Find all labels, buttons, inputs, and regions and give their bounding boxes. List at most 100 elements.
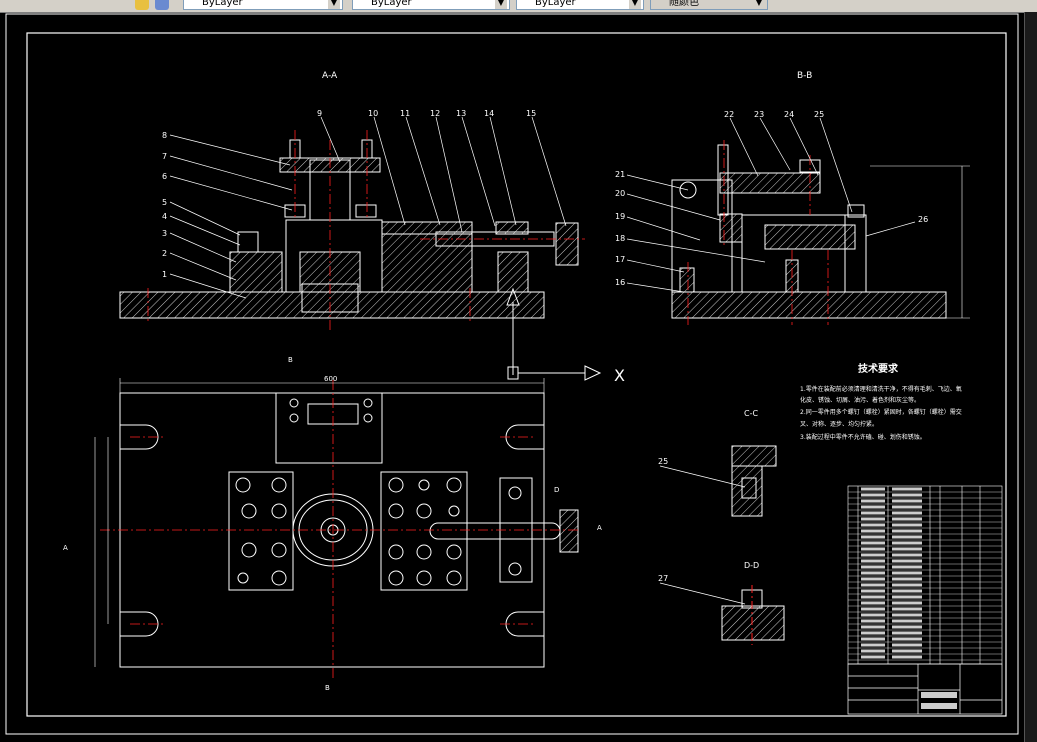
balloon-label: 24 [784, 110, 794, 119]
bom-cell-text [861, 565, 885, 569]
axis-x-label: X [614, 366, 625, 385]
balloon-label: 9 [317, 109, 322, 118]
layer-state-icon[interactable] [135, 0, 149, 10]
bom-rows [848, 491, 1002, 661]
linetype-dropdown[interactable]: ByLayer ▼ [352, 0, 510, 10]
bom-cell-text [892, 529, 922, 533]
balloon-label: 14 [484, 109, 494, 118]
balloon-label: 26 [918, 215, 928, 224]
bom-cell-text [892, 595, 922, 599]
plan-dims [94, 378, 545, 667]
balloon-label: 1 [162, 270, 167, 279]
plotstyle-dropdown[interactable]: 随颜色 ▼ [650, 0, 768, 10]
bom-cell-text [892, 589, 922, 593]
color-dropdown[interactable]: ByLayer ▼ [183, 0, 343, 10]
aa-balloon-labels: 8 7 6 5 4 3 2 1 9 10 11 12 13 14 15 [162, 109, 536, 279]
bom-cell-text [861, 487, 885, 491]
drawing-canvas[interactable]: A-A [0, 12, 1025, 742]
section-dd-title: D-D [744, 561, 759, 570]
balloon-label: 8 [162, 131, 167, 140]
bom-cell-text [892, 625, 922, 629]
section-cc-title: C-C [744, 409, 758, 418]
chevron-down-icon: ▼ [328, 0, 340, 9]
chevron-down-icon: ▼ [753, 0, 765, 9]
color-dropdown-value: ByLayer [202, 0, 243, 8]
section-bb-title: B-B [797, 71, 812, 81]
lineweight-dropdown[interactable]: ByLayer ▼ [516, 0, 644, 10]
balloon-label: 22 [724, 110, 734, 119]
bom-cell-text [892, 505, 922, 509]
bom-cell-text [861, 631, 885, 635]
view-mark-b-bottom: B [325, 684, 330, 692]
bom-cell-text [861, 655, 885, 659]
bom-cell-text [861, 553, 885, 557]
aa-leaders [169, 116, 567, 299]
plotstyle-dropdown-value: 随颜色 [669, 0, 699, 8]
property-toolbar: ByLayer ▼ ByLayer ▼ ByLayer ▼ 随颜色 ▼ [0, 0, 1037, 13]
lineweight-dropdown-value: ByLayer [535, 0, 576, 8]
balloon-label: 5 [162, 198, 167, 207]
leader-25 [659, 465, 746, 488]
balloon-label: 15 [526, 109, 536, 118]
bom-cell-text [861, 559, 885, 563]
tech-line: 3.装配过程中零件不允许磕、碰、划伤和锈蚀。 [800, 433, 926, 441]
bom-cell-text [861, 637, 885, 641]
bom-cell-text [892, 613, 922, 617]
bb-dim-lines [870, 165, 970, 319]
balloon-label: 11 [400, 109, 410, 118]
bom-cell-text [892, 577, 922, 581]
bom-cell-text [861, 649, 885, 653]
tech-requirements-text: 1.零件在装配前必须清理和清洗干净，不得有毛刺、飞边、氧 化皮、锈蚀、切屑、油污… [800, 385, 962, 441]
tech-line: 叉、对称、逐步、均匀拧紧。 [800, 420, 878, 428]
bom-cell-text [861, 583, 885, 587]
bom-cell-text [892, 493, 922, 497]
bom-cell-text [861, 619, 885, 623]
section-aa-view [119, 139, 579, 319]
balloon-label: 19 [615, 212, 625, 221]
bom-cell-text [861, 607, 885, 611]
balloon-label: 12 [430, 109, 440, 118]
balloon-label: 23 [754, 110, 764, 119]
bom-cell-text [861, 535, 885, 539]
bom-cell-text [861, 577, 885, 581]
bom-cell-text [892, 535, 922, 539]
bom-cell-text [861, 625, 885, 629]
bom-cell-text [892, 583, 922, 587]
bom-cell-text [861, 517, 885, 521]
layer-previous-icon[interactable] [155, 0, 169, 10]
bom-cell-text [861, 601, 885, 605]
view-mark-b-top: B [288, 356, 293, 364]
linetype-dropdown-value: ByLayer [371, 0, 412, 8]
vertical-scrollbar[interactable] [1024, 12, 1037, 742]
bom-cell-text [892, 499, 922, 503]
tech-line: 1.零件在装配前必须清理和清洗干净，不得有毛刺、飞边、氧 [800, 385, 962, 393]
balloon-label: 10 [368, 109, 378, 118]
bom-cell-text [861, 505, 885, 509]
balloon-label: 20 [615, 189, 625, 198]
bom-cell-text [861, 643, 885, 647]
bom-cell-text [892, 643, 922, 647]
balloon-label: 25 [814, 110, 824, 119]
balloon-label: 18 [615, 234, 625, 243]
bom-cell-text [861, 547, 885, 551]
tech-line: 2.同一零件用多个螺钉（螺栓）紧固时，各螺钉（螺栓）需交 [800, 408, 962, 416]
bom-cell-text [861, 511, 885, 515]
balloon-label: 25 [658, 457, 668, 466]
bom-cell-text [892, 619, 922, 623]
bom-cell-text [861, 529, 885, 533]
bom-cell-text [892, 541, 922, 545]
chevron-down-icon: ▼ [495, 0, 507, 9]
bom-cell-text [861, 571, 885, 575]
bom-cell-text [861, 613, 885, 617]
dim-width-600: 600 [324, 375, 337, 383]
bb-balloon-labels: 21 20 19 18 17 16 22 23 24 25 26 [615, 110, 928, 287]
bom-cell-text [861, 499, 885, 503]
bom-cell-text [861, 523, 885, 527]
bom-cell-text [892, 523, 922, 527]
bom-cell-text [892, 553, 922, 557]
section-bb-centerlines [687, 140, 829, 325]
bom-cell-text [892, 601, 922, 605]
section-aa-title: A-A [322, 71, 338, 81]
plan-holes [235, 398, 522, 586]
chevron-down-icon: ▼ [629, 0, 641, 9]
